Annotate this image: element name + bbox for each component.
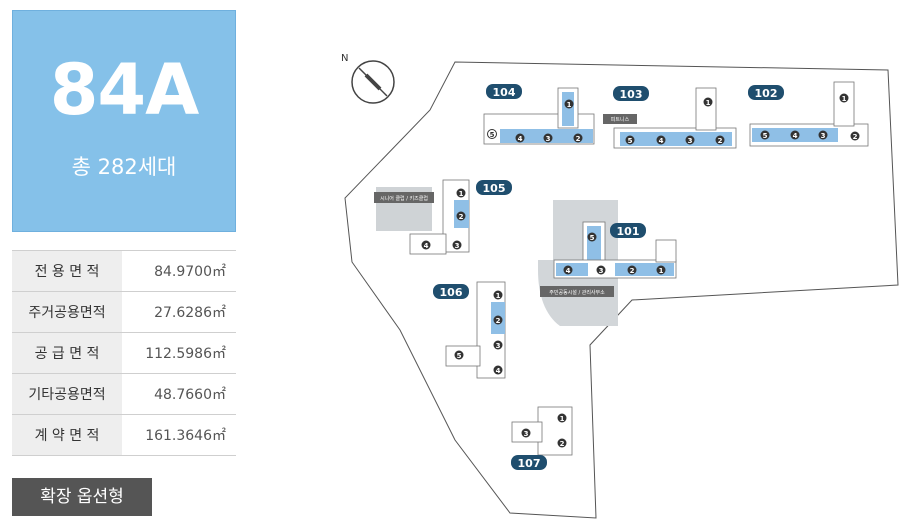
building-104-label: 104: [493, 86, 516, 99]
svg-text:5: 5: [763, 132, 768, 140]
north-label: N: [341, 53, 348, 64]
expansion-option-button[interactable]: 확장 옵션형: [12, 478, 152, 516]
svg-text:3: 3: [688, 137, 693, 145]
north-compass-icon: N: [341, 53, 395, 104]
area-table: 전 용 면 적 84.9700㎡ 주거공용면적 27.6286㎡ 공 급 면 적…: [12, 250, 236, 456]
svg-text:1: 1: [842, 95, 847, 103]
site-boundary: [344, 61, 899, 519]
building-106-label: 106: [440, 286, 463, 299]
building-103[interactable]: 피트니스 103 1 2 3 4 5: [603, 86, 737, 149]
building-101[interactable]: 101 5 4 3 2 1: [553, 221, 677, 279]
svg-text:2: 2: [853, 133, 858, 141]
table-row: 공 급 면 적 112.5986㎡: [12, 332, 236, 374]
svg-text:1: 1: [496, 292, 501, 300]
svg-text:3: 3: [496, 342, 501, 350]
svg-text:2: 2: [630, 267, 635, 275]
area-label: 계 약 면 적: [12, 414, 122, 456]
area-value: 48.7660㎡: [122, 373, 236, 415]
building-107-label: 107: [518, 457, 541, 470]
svg-text:5: 5: [590, 234, 595, 242]
svg-text:5: 5: [490, 131, 495, 139]
svg-text:4: 4: [793, 132, 798, 140]
svg-text:1: 1: [560, 415, 565, 423]
building-102[interactable]: 102 1 2 3 4 5: [748, 81, 869, 147]
household-count: 총 282세대: [71, 155, 177, 179]
building-107[interactable]: 107 1 2 3: [511, 406, 573, 470]
area-value: 112.5986㎡: [122, 332, 236, 374]
table-row: 기타공용면적 48.7660㎡: [12, 373, 236, 415]
senior-kids-club: 시니어 클럽 / 키즈클럽: [374, 187, 434, 231]
svg-text:1: 1: [459, 190, 464, 198]
svg-text:2: 2: [459, 213, 464, 221]
svg-text:4: 4: [659, 137, 664, 145]
svg-text:2: 2: [576, 135, 581, 143]
svg-text:2: 2: [560, 440, 565, 448]
fitness-label: 피트니스: [611, 116, 630, 123]
table-row: 계 약 면 적 161.3646㎡: [12, 414, 236, 456]
building-104[interactable]: 104 1 2 3 4 5: [483, 84, 595, 145]
building-102-label: 102: [755, 87, 778, 100]
svg-text:3: 3: [821, 132, 826, 140]
building-105[interactable]: 105 1 2 3 4: [409, 179, 512, 255]
building-106[interactable]: 106 1 2 3 5 4: [433, 281, 506, 379]
building-101-label: 101: [617, 225, 640, 238]
svg-text:4: 4: [566, 267, 571, 275]
svg-text:3: 3: [524, 430, 529, 438]
area-label: 기타공용면적: [12, 373, 122, 415]
unit-type-badge: 84A 총 282세대: [12, 10, 236, 232]
area-value: 161.3646㎡: [122, 414, 236, 456]
svg-text:3: 3: [546, 135, 551, 143]
senior-kids-club-label: 시니어 클럽 / 키즈클럽: [380, 195, 428, 202]
svg-text:3: 3: [599, 267, 604, 275]
svg-text:4: 4: [496, 367, 501, 375]
building-105-label: 105: [483, 182, 506, 195]
svg-text:4: 4: [518, 135, 523, 143]
svg-text:1: 1: [706, 99, 711, 107]
svg-text:5: 5: [457, 352, 462, 360]
svg-text:4: 4: [424, 242, 429, 250]
area-label: 주거공용면적: [12, 291, 122, 333]
building-103-label: 103: [620, 88, 643, 101]
unit-type-name: 84A: [49, 49, 200, 131]
svg-text:1: 1: [567, 101, 572, 109]
svg-text:3: 3: [455, 242, 460, 250]
svg-text:1: 1: [659, 267, 664, 275]
area-label: 공 급 면 적: [12, 332, 122, 374]
area-value: 27.6286㎡: [122, 291, 236, 333]
community-center-label: 주민공동시설 / 관리사무소: [549, 289, 605, 296]
svg-text:5: 5: [628, 137, 633, 145]
svg-text:2: 2: [718, 137, 723, 145]
table-row: 주거공용면적 27.6286㎡: [12, 291, 236, 333]
svg-text:2: 2: [496, 317, 501, 325]
area-value: 84.9700㎡: [122, 250, 236, 292]
